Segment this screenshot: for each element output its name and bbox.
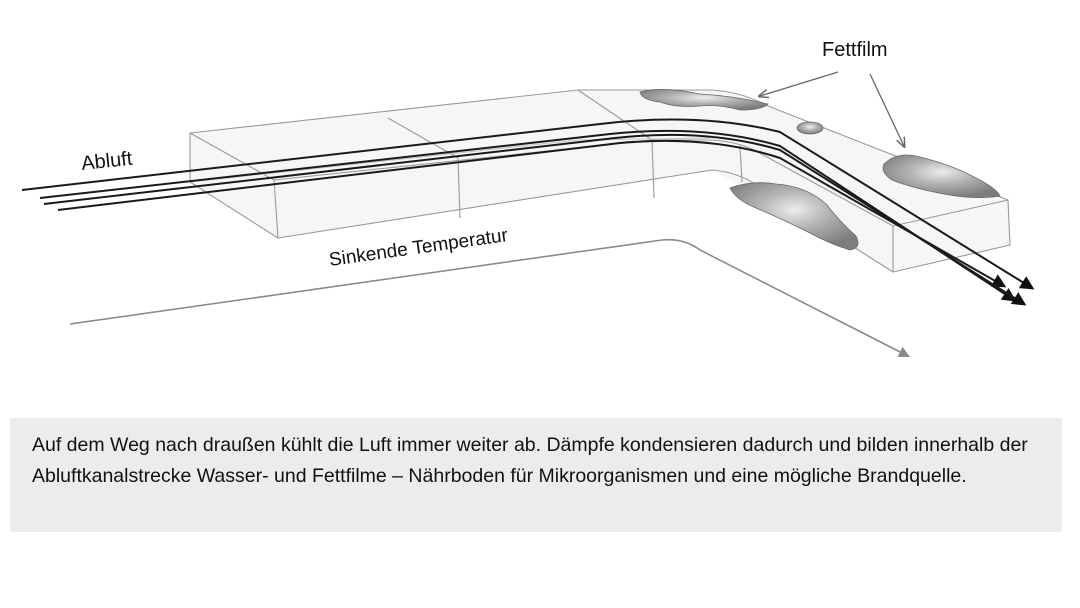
flow-line-3 bbox=[57, 139, 1007, 288]
exhaust-air-flow bbox=[21, 118, 1035, 306]
flow-line-4 bbox=[43, 133, 1027, 306]
grease-film-pointers bbox=[760, 71, 904, 146]
flow-line-1 bbox=[21, 118, 1035, 290]
grease-film-top-2 bbox=[796, 121, 824, 135]
pointer-arrow-1 bbox=[760, 71, 839, 96]
pointer-arrow-2 bbox=[869, 73, 904, 146]
label-exhaust-air: Abluft bbox=[80, 148, 134, 175]
exhaust-duct bbox=[189, 89, 1011, 273]
grease-film-bottom bbox=[729, 182, 859, 251]
label-grease-film: Fettfilm bbox=[822, 39, 888, 61]
label-falling-temperature: Sinkende Temperatur bbox=[328, 225, 510, 271]
grease-film-right bbox=[882, 154, 1001, 198]
duct-diagram: Abluft Fettfilm Sinkende Temperatur bbox=[21, 39, 1035, 358]
temperature-arrow bbox=[69, 238, 910, 358]
grease-film-top-1 bbox=[639, 89, 769, 111]
grease-films bbox=[639, 89, 1001, 251]
flow-line-2 bbox=[39, 129, 1017, 302]
caption-box: Auf dem Weg nach draußen kühlt die Luft … bbox=[10, 418, 1062, 532]
caption-text: Auf dem Weg nach draußen kühlt die Luft … bbox=[32, 434, 1028, 487]
